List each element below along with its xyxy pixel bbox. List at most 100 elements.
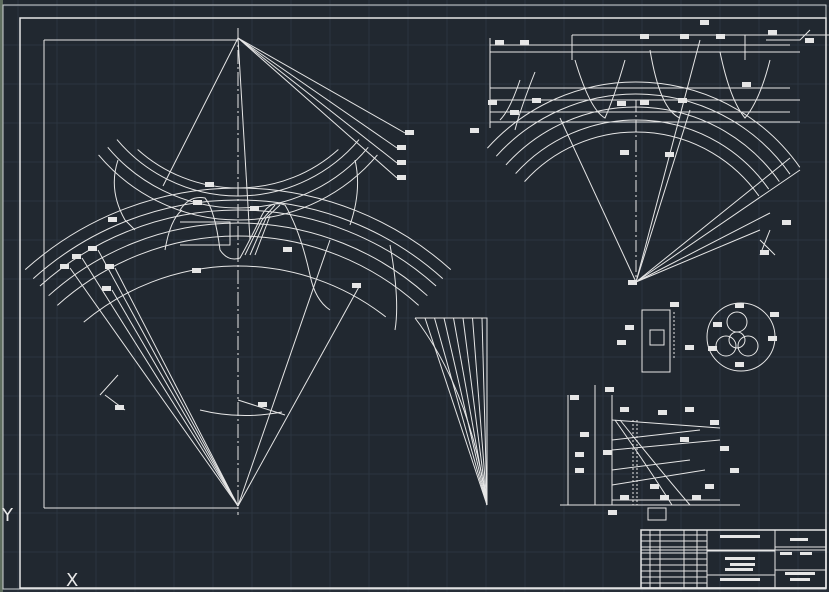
- dimension-label: [105, 264, 114, 269]
- dimension-label: [108, 217, 117, 222]
- dimension-label: [650, 484, 659, 489]
- dimension-label: [685, 345, 694, 350]
- hatch: [669, 310, 675, 360]
- dimension-label: [192, 268, 201, 273]
- title-block-text: [800, 552, 812, 555]
- fan-curve: [414, 317, 488, 506]
- rack-arc: [505, 106, 780, 182]
- cone-ray: [97, 249, 239, 507]
- dimension-label: [532, 98, 541, 103]
- dimension-label: [678, 98, 687, 103]
- title-block-text: [785, 572, 815, 575]
- dimension-label: [470, 128, 479, 133]
- cone-ray: [237, 284, 361, 507]
- fan-ray: [434, 317, 488, 506]
- angle-arc: [199, 409, 283, 417]
- dimension-label: [605, 387, 614, 392]
- section-bracket: [180, 221, 231, 246]
- dimension-label: [603, 450, 612, 455]
- generator-ray: [635, 39, 701, 283]
- gear-arc: [57, 235, 419, 306]
- title-block-text: [780, 552, 792, 555]
- dimension-label: [397, 145, 406, 150]
- gear-tooth-outline: [179, 197, 311, 276]
- tooth-flank-hatch: [244, 204, 281, 256]
- dimension-label: [685, 407, 694, 412]
- gear-root-arc: [83, 265, 387, 323]
- dimension-label: [258, 402, 267, 407]
- title-block-text: [720, 535, 760, 538]
- title-block-text: [790, 538, 808, 541]
- generator-ray: [635, 229, 761, 283]
- title-block-text: [725, 557, 755, 560]
- dimension-label: [770, 312, 779, 317]
- dimension-label: [608, 510, 617, 515]
- rack-arc: [495, 93, 791, 175]
- title-block-text: [725, 568, 753, 571]
- graph-curve: [611, 419, 721, 501]
- cutter-tooth: [726, 311, 748, 333]
- dimension-label: [102, 286, 111, 291]
- drawing-frame: [19, 17, 827, 589]
- generator-ray: [635, 169, 801, 283]
- dimension-label: [710, 420, 719, 425]
- graph-axes: [560, 385, 740, 506]
- generator-ray: [635, 157, 791, 283]
- dimension-label: [397, 160, 406, 165]
- fan-ray: [443, 317, 488, 506]
- dimension-label: [580, 432, 589, 437]
- cone-ray: [114, 267, 239, 507]
- cone-ray: [237, 37, 251, 241]
- dimension-label: [735, 362, 744, 367]
- dimension-label: [735, 303, 744, 308]
- dimension-label: [742, 82, 751, 87]
- dimension-label: [760, 250, 769, 255]
- rack-arc: [524, 131, 760, 197]
- fan-ray: [481, 317, 488, 506]
- viewport-edge: [0, 0, 3, 592]
- gear-arc: [24, 187, 452, 271]
- gear-arc: [32, 199, 444, 279]
- dimension-line: [571, 34, 829, 60]
- fan-ray: [462, 317, 488, 506]
- dimension-label: [72, 254, 81, 259]
- pinion-arc: [116, 139, 360, 197]
- ucs-y-label: Y: [2, 505, 13, 526]
- dimension-label: [720, 446, 729, 451]
- title-block-text: [720, 578, 760, 581]
- rack-tooth-profile: [499, 49, 771, 131]
- dimension-label: [708, 346, 717, 351]
- cutter-tooth: [715, 335, 737, 357]
- dimension-label: [658, 410, 667, 415]
- fan-ray: [472, 317, 488, 506]
- dimension-label: [716, 34, 725, 39]
- cone-ray: [111, 289, 239, 507]
- pinion-arc: [107, 146, 369, 209]
- dimension-label: [700, 20, 709, 25]
- dimension-label: [620, 407, 629, 412]
- cone-ray: [237, 239, 331, 507]
- generator-ray: [559, 117, 637, 283]
- gear-arc: [48, 222, 428, 297]
- dimension-label: [617, 340, 626, 345]
- generator-ray: [635, 109, 691, 283]
- dimension-label: [352, 283, 361, 288]
- rack-arc: [486, 81, 801, 168]
- fan-ray: [453, 317, 488, 506]
- leader-line: [99, 374, 126, 411]
- roughness-symbol: [766, 29, 811, 41]
- dimension-label: [575, 452, 584, 457]
- dimension-label: [730, 468, 739, 473]
- dimension-label: [488, 100, 497, 105]
- dimension-label: [768, 336, 777, 341]
- ucs-x-label: X: [66, 570, 79, 591]
- cutter-tooth: [737, 335, 759, 357]
- dimension-label: [625, 325, 634, 330]
- shaft-keyway: [649, 329, 665, 346]
- gear-tooth-outline: [389, 244, 398, 331]
- cone-ray: [237, 37, 406, 134]
- cone-ray: [69, 267, 239, 507]
- dimension-label: [660, 495, 669, 500]
